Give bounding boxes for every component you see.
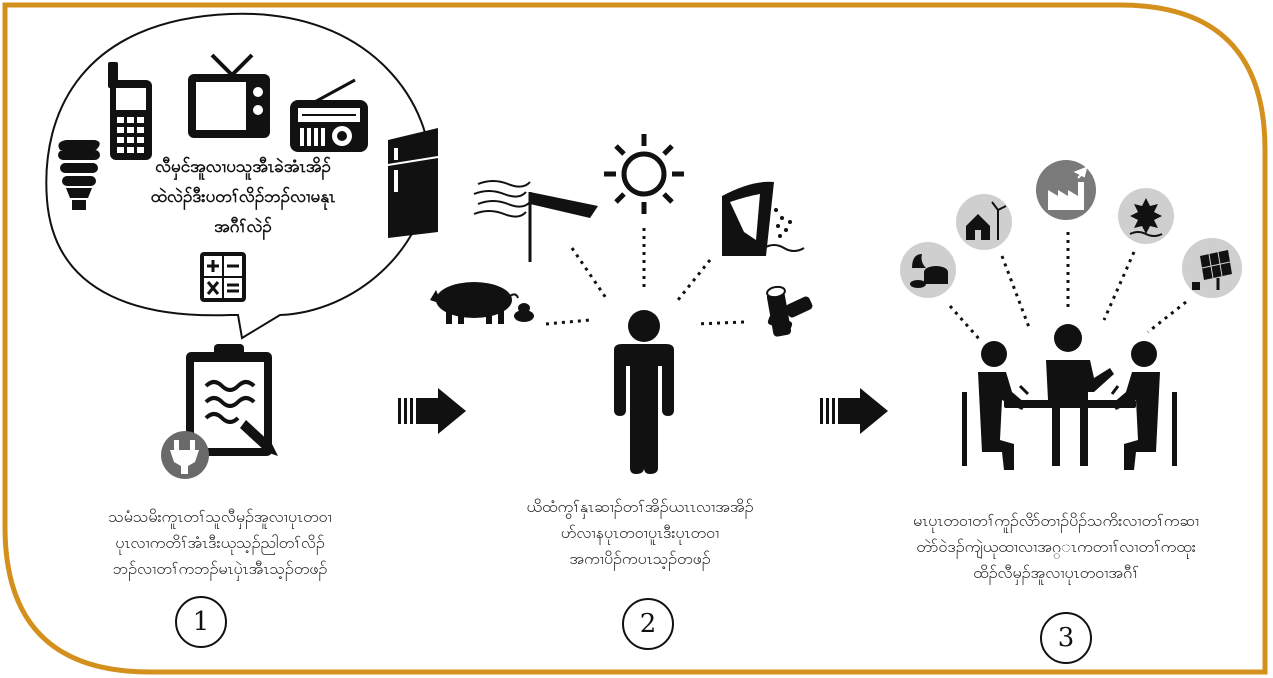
dotted-connectors-step3 [948, 232, 1187, 341]
person-icon [614, 310, 674, 474]
step1-caption: သမံသမိးကူၤတၢ်သူလီမှၣ်အူလၢပုၤတဝၢ ပုၤလၢကတိ… [108, 507, 332, 578]
wind-icon [473, 180, 598, 262]
step-number-3: 3 [1040, 612, 1092, 664]
step3-caption: မၤပုၤတဝၢတၢ်ကူၣ်လိာ်တၢၣ်ပိၣ်သကိးလၢတၢ်ကဆၢ … [912, 511, 1200, 582]
solar-panel-icon [1182, 238, 1242, 298]
wind-turbine-house-icon [956, 194, 1012, 250]
sun-icon [604, 134, 684, 214]
step-number-2: 2 [622, 598, 674, 650]
plug-icon [161, 431, 209, 479]
step-number-1: 1 [175, 596, 227, 648]
bubble-question: လီမှင်အူလၢပသူအီၤခဲအံၤအိၣ် ထဲလဲၣ်ဒီးပတၢ်လ… [150, 157, 336, 237]
dotted-connectors-step2 [545, 228, 745, 326]
lightbulb-icon [58, 140, 100, 210]
step2-caption: ယိထံကွၢ်နှၤဆၢၣ်တၢ်အိၣ်ယၤၤလၢအအိၣ် ဟ်လၢနပု… [526, 497, 754, 568]
waterfall-icon [722, 181, 805, 256]
pig-icon [430, 282, 534, 324]
mobile-phone-icon [108, 62, 152, 160]
hydro-icon [1118, 188, 1174, 244]
biogas-icon [900, 242, 956, 298]
refrigerator-icon [387, 128, 439, 238]
factory-icon [1036, 160, 1096, 220]
television-icon [188, 53, 270, 138]
radio-icon [290, 78, 368, 152]
meeting-icon [962, 324, 1177, 470]
arrow-step1-to-step2 [398, 388, 466, 434]
arrow-step2-to-step3 [820, 388, 888, 434]
firewood-icon [766, 285, 813, 337]
clipboard-icon [186, 344, 278, 456]
calculator-icon [200, 252, 246, 302]
